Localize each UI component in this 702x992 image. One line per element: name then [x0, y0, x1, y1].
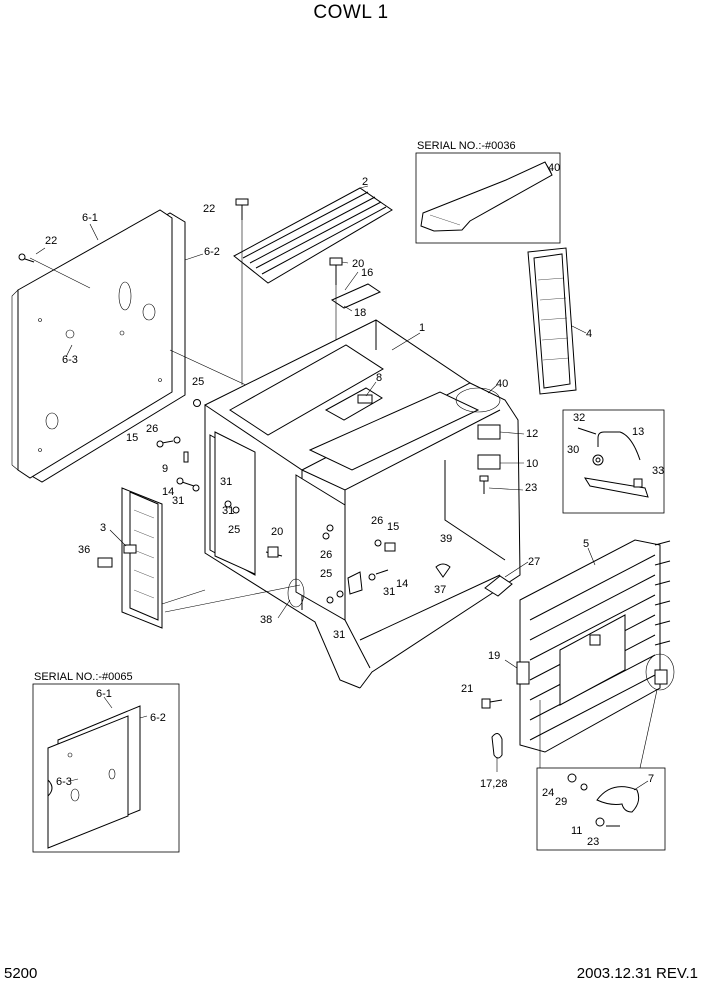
- callout-24: 24: [542, 787, 554, 799]
- revision-date: 2003.12.31 REV.1: [576, 965, 698, 982]
- callout-14-a: 14: [162, 486, 174, 498]
- callout-40-main: 40: [496, 378, 508, 390]
- callout-15-b: 15: [387, 521, 399, 533]
- callout-10: 10: [526, 458, 538, 470]
- callout-20-top: 20: [352, 258, 364, 270]
- callout-32: 32: [573, 412, 585, 424]
- callout-9: 9: [162, 463, 168, 475]
- callout-31-e: 31: [333, 629, 345, 641]
- callout-22-top: 22: [203, 203, 215, 215]
- callout-33: 33: [652, 465, 664, 477]
- main-cowl-frame: 1 8 40 12 10 23 27 39 37 38: [204, 319, 540, 689]
- callout-6-1-inset: 6-1: [96, 688, 112, 700]
- hinge-parts: 20 16 18: [329, 257, 382, 400]
- callout-26-c: 26: [320, 549, 332, 561]
- left-grille: 3 36: [78, 487, 301, 629]
- callout-20-side: 20: [271, 526, 283, 538]
- callout-6-1: 6-1: [82, 212, 98, 224]
- callout-26-a: 26: [146, 423, 158, 435]
- callout-36: 36: [78, 544, 90, 556]
- callout-29: 29: [555, 796, 567, 808]
- callout-18: 18: [354, 307, 366, 319]
- callout-4: 4: [586, 328, 592, 340]
- callout-19: 19: [488, 650, 500, 662]
- latch-detail-box: 32 13 30 33: [562, 409, 665, 514]
- callout-25-b: 25: [228, 524, 240, 536]
- callout-31-a: 31: [172, 495, 184, 507]
- callout-26-b: 26: [371, 515, 383, 527]
- middle-hardware: 26 15 26 25 31 14 31: [320, 515, 408, 641]
- top-grille: 2 22: [203, 176, 393, 385]
- callout-25-a: 25: [192, 376, 204, 388]
- right-grille: 4: [527, 247, 592, 395]
- callout-5: 5: [583, 538, 589, 550]
- callout-14-b: 14: [396, 578, 408, 590]
- callout-6-2-inset: 6-2: [150, 712, 166, 724]
- serial-box-top: SERIAL NO.:-#0036 40: [415, 140, 561, 244]
- callout-13: 13: [632, 426, 644, 438]
- serial-note-bottom: SERIAL NO.:-#0065: [34, 671, 133, 683]
- side-panel-group: 6-1 6-2 6-3 22: [11, 209, 301, 483]
- callout-31-b: 31: [220, 476, 232, 488]
- callout-39: 39: [440, 533, 452, 545]
- callout-6-2: 6-2: [204, 246, 220, 258]
- page-title: COWL 1: [313, 2, 389, 23]
- callout-16: 16: [361, 267, 373, 279]
- part7-detail-box: 7 24 29 11 23: [536, 767, 666, 851]
- callout-6-3: 6-3: [62, 354, 78, 366]
- callout-22-left: 22: [45, 235, 57, 247]
- serial-note-top: SERIAL NO.:-#0036: [417, 140, 516, 152]
- page-number: 5200: [4, 965, 38, 982]
- callout-27: 27: [528, 556, 540, 568]
- door-grille: 5 19 21 17,28: [461, 538, 675, 790]
- callout-31-c: 31: [222, 505, 234, 517]
- callout-21: 21: [461, 683, 473, 695]
- callout-40-inset: 40: [548, 162, 560, 174]
- callout-2: 2: [362, 176, 368, 188]
- callout-15-a: 15: [126, 432, 138, 444]
- serial-box-bottom: SERIAL NO.:-#0065 6-1 6-2 6-3: [32, 671, 180, 853]
- callout-31-d: 31: [383, 586, 395, 598]
- callout-17-28: 17,28: [480, 778, 508, 790]
- callout-23-right: 23: [525, 482, 537, 494]
- callout-38: 38: [260, 614, 272, 626]
- callout-8: 8: [376, 372, 382, 384]
- callout-30: 30: [567, 444, 579, 456]
- callout-6-3-inset: 6-3: [56, 776, 72, 788]
- callout-1: 1: [419, 322, 425, 334]
- callout-37: 37: [434, 584, 446, 596]
- callout-23-detail: 23: [587, 836, 599, 848]
- callout-7: 7: [648, 773, 654, 785]
- left-hardware: 25 26 15 9 14 31 31 25 31 20: [126, 376, 283, 558]
- callout-3: 3: [100, 522, 106, 534]
- callout-25-c: 25: [320, 568, 332, 580]
- callout-12: 12: [526, 428, 538, 440]
- callout-11: 11: [571, 825, 582, 837]
